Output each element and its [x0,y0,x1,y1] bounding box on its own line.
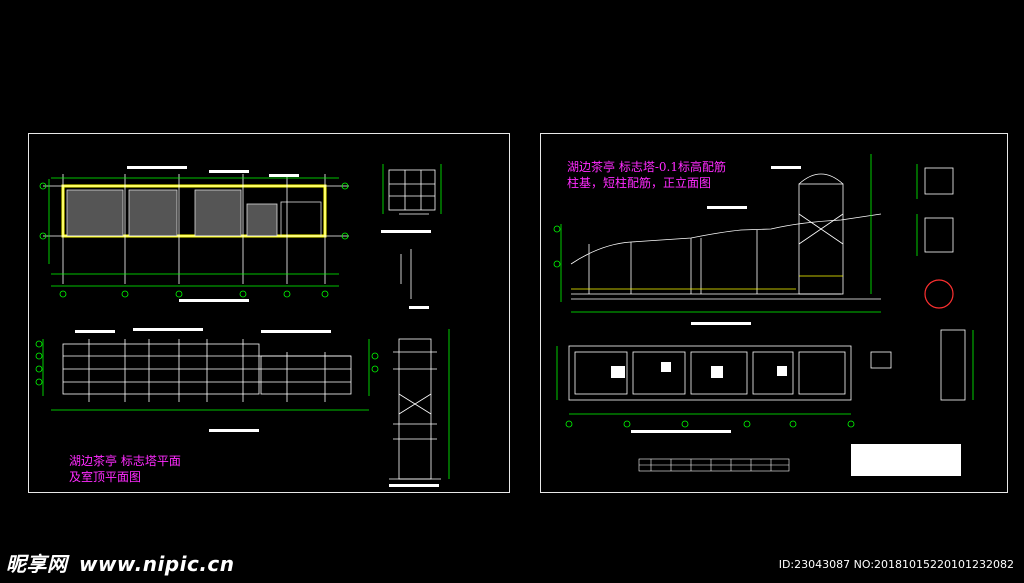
foundation-labels [611,362,787,433]
rebar-circle [924,279,954,309]
foundation-dims [556,346,855,428]
right-title-line-2: 柱基，短柱配筋，正立面图 [567,176,712,190]
rebar-table [638,458,790,472]
drawing-sheet-left: 湖边茶亭 标志塔平面 及室顶平面图 [28,133,510,493]
right-sheet-title: 湖边茶亭 标志塔-0.1标高配筋 柱基，短柱配筋，正立面图 [567,159,726,191]
text-labels-roof [75,328,331,432]
left-title-line-1: 湖边茶亭 标志塔平面 [69,454,181,468]
tower-plan-top [43,174,349,284]
dimension-lines-top [39,177,349,298]
foundation-plan [568,345,852,401]
notes-block [851,444,961,476]
right-sheet-drawings [553,154,974,476]
dimension-lines-roof [35,339,379,411]
column-details [870,167,966,401]
elevation-yellow [571,275,843,290]
tower-labels [389,484,439,487]
text-labels-top [127,166,299,302]
elevation-dims [553,154,881,313]
image-id: ID:23043087 NO:20181015220101232082 [778,558,1014,571]
watermark: 昵享网 www.nipic.cn [6,548,235,577]
left-sheet-drawings [35,164,450,487]
tower-elevation [389,338,441,480]
detail-dims [382,164,442,214]
detail-labels [381,230,431,309]
detail-section-top [388,169,436,299]
right-title-line-1: 湖边茶亭 标志塔-0.1标高配筋 [567,160,726,174]
column-dims [916,164,974,400]
watermark-url: www.nipic.cn [78,552,235,576]
roof-plan [62,339,352,402]
left-title-line-2: 及室顶平面图 [69,470,142,484]
left-sheet-title: 湖边茶亭 标志塔平面 及室顶平面图 [69,453,181,485]
watermark-cn: 昵享网 [6,552,68,576]
elevation-view [570,173,882,300]
drawing-sheet-right: 湖边茶亭 标志塔-0.1标高配筋 柱基，短柱配筋，正立面图 [540,133,1008,493]
elevation-labels [691,166,801,325]
